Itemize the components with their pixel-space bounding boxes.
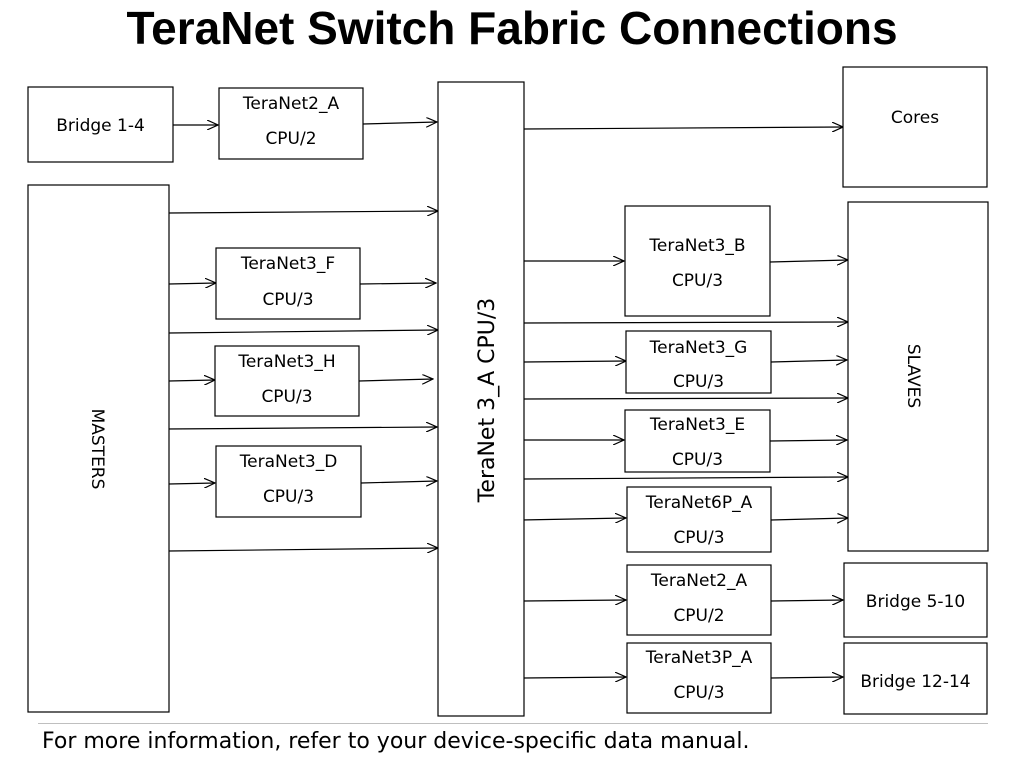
- teranet3-d-name: TeraNet3_D: [239, 452, 338, 472]
- cores-label: Cores: [891, 108, 939, 128]
- teranet3-f-name: TeraNet3_F: [240, 254, 335, 274]
- arrow-masters-to-teranet3a-3: [165, 427, 437, 429]
- teranet6p-a-node: TeraNet6P_A CPU/3: [626, 486, 772, 553]
- arrow-teranet3a-to-teranet3g: [523, 361, 626, 362]
- arrow-teranet3a-to-teranet2a-bottom: [523, 600, 626, 601]
- teranet6p-a-clock: CPU/3: [673, 528, 724, 548]
- teranet3-e-node: TeraNet3_E CPU/3: [624, 409, 771, 473]
- slaves-label: SLAVES: [903, 344, 923, 408]
- arrow-masters-to-teranet3f: [168, 283, 216, 284]
- footer-note: For more information, refer to your devi…: [42, 729, 750, 754]
- teranet3p-a-name: TeraNet3P_A: [645, 648, 753, 668]
- teranet3-h-clock: CPU/3: [261, 387, 312, 407]
- arrow-teranet2a-to-bridge510: [770, 600, 843, 601]
- teranet3-d-node: TeraNet3_D CPU/3: [215, 445, 362, 518]
- teranet3-b-node: TeraNet3_B CPU/3: [624, 205, 771, 317]
- teranet2-a-bottom-node: TeraNet2_A CPU/2: [626, 564, 772, 636]
- masters-node: MASTERS: [27, 184, 170, 713]
- teranet3-h-name: TeraNet3_H: [237, 352, 335, 372]
- arrow-teranet3h-to-teranet3a: [358, 379, 433, 381]
- arrow-teranet3g-to-slaves: [770, 360, 847, 362]
- teranet6p-a-name: TeraNet6P_A: [645, 493, 753, 513]
- bridge-12-14-node: Bridge 12-14: [843, 642, 988, 715]
- arrow-masters-to-teranet3a-4: [168, 548, 438, 551]
- teranet3-g-name: TeraNet3_G: [649, 338, 748, 358]
- arrow-teranet3b-to-slaves: [769, 260, 848, 262]
- teranet3p-a-clock: CPU/3: [673, 683, 724, 703]
- teranet3-d-clock: CPU/3: [263, 487, 314, 507]
- arrow-teranet3a-to-slaves-3: [523, 477, 848, 479]
- footer-divider: [38, 723, 988, 724]
- teranet3-h-node: TeraNet3_H CPU/3: [214, 345, 360, 417]
- arrow-teranet3f-to-teranet3a: [359, 283, 436, 284]
- teranet2-a-top-node: TeraNet2_A CPU/2: [218, 87, 364, 160]
- bridge-5-10-node: Bridge 5-10: [843, 562, 988, 638]
- arrow-teranet3a-to-slaves-1: [523, 322, 848, 323]
- arrow-teranet3pa-to-bridge1214: [770, 677, 843, 678]
- teranet3-f-node: TeraNet3_F CPU/3: [215, 247, 361, 320]
- teranet3p-a-node: TeraNet3P_A CPU/3: [626, 642, 772, 714]
- teranet3-e-clock: CPU/3: [672, 450, 723, 470]
- teranet2-a-bottom-name: TeraNet2_A: [650, 571, 748, 591]
- teranet3-b-name: TeraNet3_B: [648, 236, 745, 256]
- teranet3-b-clock: CPU/3: [672, 271, 723, 291]
- arrow-masters-to-teranet3a-2: [168, 330, 438, 333]
- arrow-teranet3a-to-teranet3pa: [523, 677, 626, 678]
- arrow-teranet3a-to-cores: [523, 127, 843, 129]
- cores-node: Cores: [842, 66, 988, 188]
- arrow-teranet3d-to-teranet3a: [360, 481, 437, 483]
- teranet2-a-top-name: TeraNet2_A: [242, 94, 340, 114]
- arrow-masters-to-teranet3a-1: [168, 211, 438, 213]
- teranet3-a-label: TeraNet 3_A CPU/3: [475, 298, 500, 504]
- slaves-node: SLAVES: [847, 201, 989, 552]
- teranet2-a-bottom-clock: CPU/2: [673, 606, 724, 626]
- teranet3-f-clock: CPU/3: [262, 290, 313, 310]
- arrow-teranet3e-to-slaves: [769, 440, 847, 441]
- arrow-teranet6pa-to-slaves: [770, 518, 848, 520]
- bridge-1-4-node: Bridge 1-4: [27, 86, 174, 163]
- arrow-teranet3a-to-slaves-2: [523, 398, 848, 399]
- arrow-masters-to-teranet3h: [168, 380, 215, 381]
- connections: [165, 122, 848, 678]
- teranet3-a-node: TeraNet 3_A CPU/3: [437, 81, 525, 717]
- arrow-masters-to-teranet3d: [168, 483, 215, 484]
- page-title: TeraNet Switch Fabric Connections: [126, 2, 898, 54]
- teranet3-e-name: TeraNet3_E: [649, 415, 745, 435]
- bridge-5-10-label: Bridge 5-10: [866, 592, 965, 612]
- masters-label: MASTERS: [87, 409, 107, 490]
- bridge-1-4-label: Bridge 1-4: [56, 116, 145, 136]
- bridge-12-14-label: Bridge 12-14: [860, 672, 970, 692]
- arrow-teranet3a-to-teranet6pa: [520, 518, 626, 520]
- teranet2-a-top-clock: CPU/2: [265, 129, 316, 149]
- teranet3-g-node: TeraNet3_G CPU/3: [625, 330, 772, 394]
- teranet3-g-clock: CPU/3: [673, 372, 724, 392]
- arrow-teranet2a-to-teranet3a: [362, 122, 437, 124]
